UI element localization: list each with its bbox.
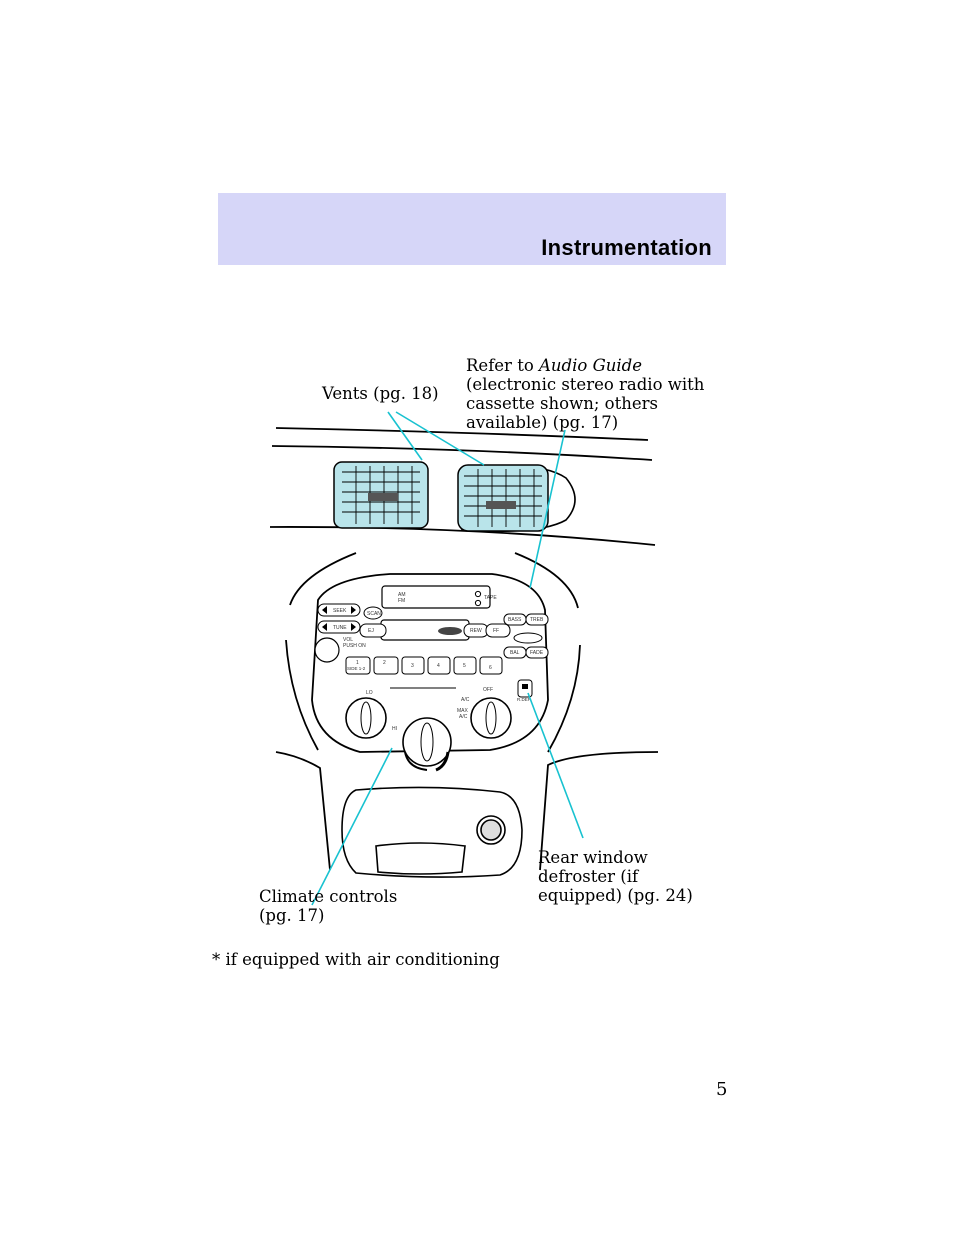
audio-line-4: available) (pg. 17)	[466, 413, 619, 432]
audio-line-2: (electronic stereo radio with	[466, 375, 705, 394]
svg-text:BAL: BAL	[510, 650, 520, 656]
svg-text:AM: AM	[398, 592, 406, 598]
lower-console-bin	[341, 786, 523, 878]
svg-text:FADE: FADE	[530, 650, 544, 656]
svg-text:TREB: TREB	[530, 617, 544, 623]
left-vent	[333, 461, 429, 529]
svg-text:4: 4	[437, 663, 440, 669]
audio-guide-callout: Refer to Audio Guide (electronic stereo …	[466, 356, 704, 432]
audio-guide-ref: Audio Guide	[539, 356, 642, 375]
svg-text:FM: FM	[398, 598, 405, 604]
svg-text:TAPE: TAPE	[484, 595, 497, 601]
vents-callout: Vents (pg. 18)	[322, 384, 439, 403]
defrost-line-3: equipped) (pg. 24)	[538, 886, 693, 905]
svg-text:SEEK: SEEK	[333, 608, 347, 614]
svg-text:MAX: MAX	[457, 708, 469, 714]
svg-text:R.DEF: R.DEF	[517, 697, 531, 702]
section-title: Instrumentation	[541, 235, 712, 260]
climate-line-2: (pg. 17)	[259, 906, 325, 925]
svg-text:FF: FF	[493, 628, 499, 634]
radio-labels: AM FM TAPE SEEK SCAN TUNE EJ REW FF BASS…	[333, 592, 544, 671]
audio-line-3: cassette shown; others	[466, 394, 658, 413]
svg-text:TUNE: TUNE	[333, 625, 347, 631]
right-vent	[457, 464, 576, 533]
svg-text:3: 3	[411, 663, 414, 669]
svg-text:A/C: A/C	[459, 714, 468, 720]
climate-labels: LO HI OFF A/C MAX A/C R.DEF	[366, 687, 531, 732]
radio-unit	[314, 585, 549, 689]
svg-text:EJ: EJ	[368, 628, 374, 634]
svg-text:SIDE 1-2: SIDE 1-2	[347, 666, 366, 671]
climate-controls	[345, 679, 533, 772]
rear-defroster-callout: Rear window defroster (if equipped) (pg.…	[538, 848, 693, 905]
climate-line-1: Climate controls	[259, 887, 398, 906]
svg-text:PUSH ON: PUSH ON	[343, 643, 366, 649]
svg-text:2: 2	[383, 660, 386, 666]
footnote: * if equipped with air conditioning	[212, 950, 500, 969]
svg-text:HI: HI	[392, 726, 397, 732]
svg-text:5: 5	[463, 663, 466, 669]
svg-text:SCAN: SCAN	[367, 611, 381, 617]
defrost-line-2: defroster (if	[538, 867, 639, 886]
climate-controls-callout: Climate controls (pg. 17)	[259, 887, 397, 925]
page-number: 5	[716, 1079, 728, 1100]
svg-text:A/C: A/C	[461, 697, 470, 703]
audio-prefix: Refer to	[466, 356, 540, 375]
svg-text:VOL: VOL	[343, 637, 353, 643]
svg-text:REW: REW	[470, 628, 482, 634]
section-header-band: Instrumentation	[218, 193, 726, 265]
svg-text:6: 6	[489, 665, 492, 671]
callout-leader-lines	[311, 411, 584, 906]
svg-text:LO: LO	[366, 690, 373, 696]
defrost-line-1: Rear window	[538, 848, 648, 867]
svg-text:1: 1	[356, 660, 359, 666]
svg-text:OFF: OFF	[483, 687, 493, 693]
svg-text:BASS: BASS	[508, 617, 522, 623]
